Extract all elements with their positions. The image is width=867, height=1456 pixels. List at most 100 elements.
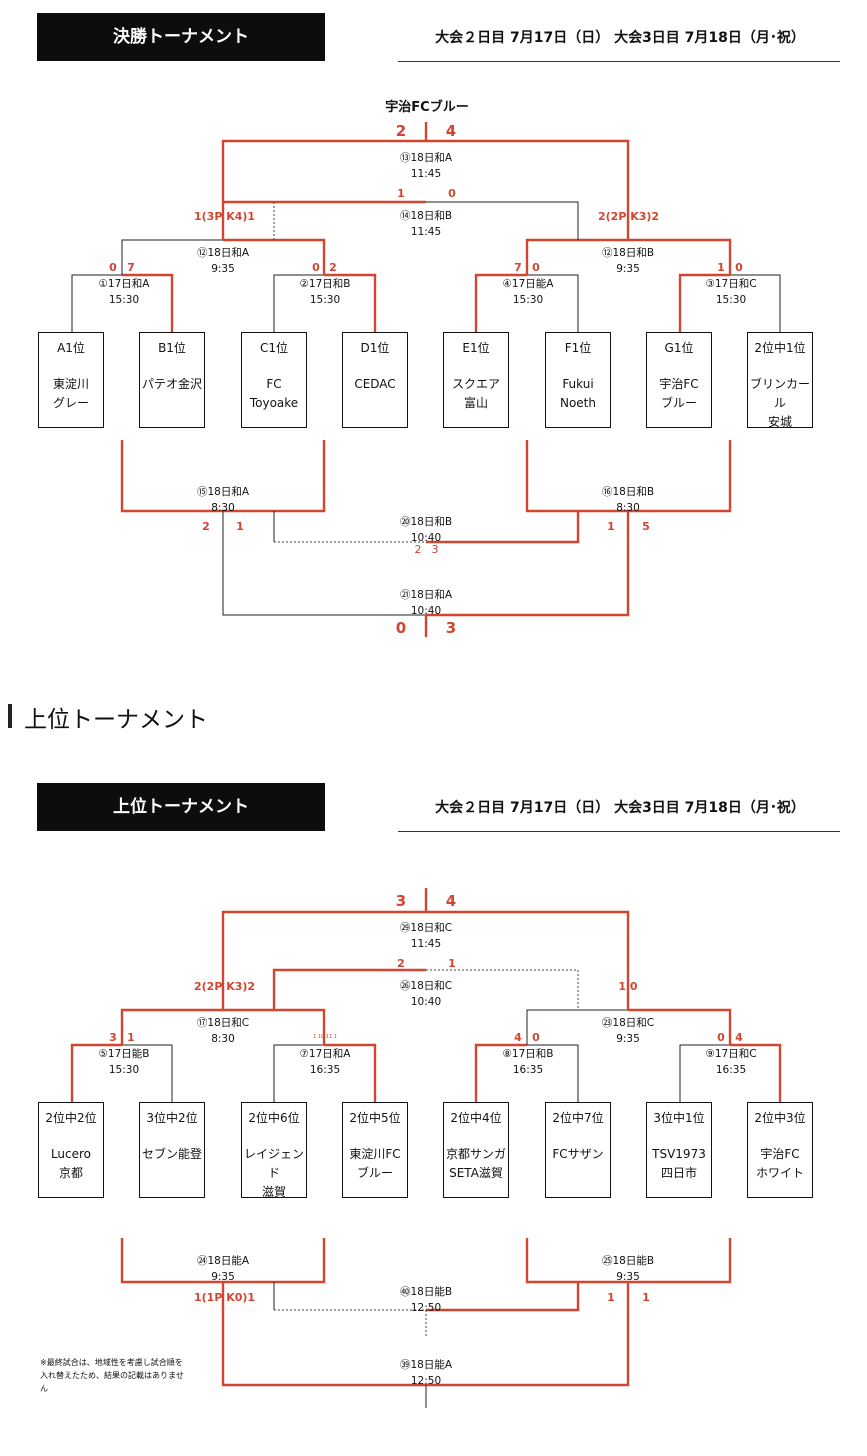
section-heading: 上位トーナメント — [24, 707, 208, 733]
match-info: ⑫18日和B 9:35 — [601, 247, 655, 275]
team-rank: G1位 — [664, 341, 694, 355]
team-rank: 2位中3位 — [754, 1111, 806, 1125]
final-bracket-lines — [71, 122, 781, 637]
team-name: CEDAC — [354, 377, 396, 391]
score: 1 — [397, 187, 405, 200]
team-card: 2位中4位京都サンガ SETA滋賀 — [443, 1102, 509, 1198]
score: 4 — [445, 892, 457, 910]
score: 4 — [445, 122, 457, 140]
score: 2(2P K3)2 — [194, 980, 256, 993]
match-info: ④17日能A 15:30 — [502, 278, 554, 306]
team-card: 2位中7位 FCサザン — [545, 1102, 611, 1198]
match-info: ⑰18日和C 8:30 — [196, 1017, 250, 1045]
score: 1 — [607, 1291, 615, 1304]
score: 1 — [642, 1291, 650, 1304]
team-rank: B1位 — [158, 341, 186, 355]
team-rank: A1位 — [57, 341, 85, 355]
team-name: 東淀川 グレー — [52, 377, 89, 410]
score: 1 10 11 1 — [313, 1034, 337, 1040]
team-card: D1位 CEDAC — [342, 332, 408, 428]
match-info: ②17日和B 15:30 — [299, 278, 351, 306]
team-card: F1位 Fukui Noeth — [545, 332, 611, 428]
match-info: ⑮18日和A 8:30 — [196, 486, 250, 514]
team-rank: 3位中2位 — [146, 1111, 198, 1125]
match-info: ⑦17日和A 16:35 — [299, 1048, 351, 1076]
upper-tournament-banner: 上位トーナメント — [37, 783, 325, 831]
score: 2 — [397, 957, 405, 970]
score: 0 — [532, 1031, 540, 1044]
match-info: ㉑18日和A 10:40 — [399, 589, 453, 617]
upper-tournament-dates: 大会２日目 7月17日（日） 大会3日目 7月18日（月･祝） — [435, 800, 805, 816]
team-name: TSV1973 四日市 — [652, 1147, 706, 1180]
team-card: G1位宇治FC ブルー — [646, 332, 712, 428]
score: 1 — [236, 520, 244, 533]
section-heading-bar — [8, 704, 12, 728]
team-card: B1位パテオ金沢 — [139, 332, 205, 428]
team-rank: 2位中6位 — [248, 1111, 300, 1125]
match-info: ⑤17日能B 15:30 — [98, 1048, 150, 1076]
score: 1 — [717, 261, 725, 274]
match-info: ⑳18日和B 10:40 — [399, 516, 453, 544]
team-card: A1位東淀川 グレー — [38, 332, 104, 428]
final-tournament-dates: 大会２日目 7月17日（日） 大会3日目 7月18日（月･祝） — [435, 30, 805, 46]
team-rank: E1位 — [462, 341, 490, 355]
match-info: ③17日和C 15:30 — [705, 278, 757, 306]
score: 0 — [735, 261, 743, 274]
match-info: ①17日和A 15:30 — [98, 278, 150, 306]
team-card: 3位中1位 TSV1973 四日市 — [646, 1102, 712, 1198]
score: 2 — [202, 520, 210, 533]
team-rank: 2位中1位 — [754, 341, 806, 355]
match-info: ⑭18日和B 11:45 — [399, 210, 453, 238]
team-rank: C1位 — [259, 341, 288, 355]
score: 0 — [448, 187, 456, 200]
score: 5 — [642, 520, 650, 533]
match-info: ㉓18日和C 9:35 — [601, 1017, 655, 1045]
champion-label: 宇治FCブルー — [385, 100, 469, 115]
match-info: ⑧17日和B 16:35 — [502, 1048, 554, 1076]
team-rank: F1位 — [564, 341, 592, 355]
team-name: 東淀川FC ブルー — [349, 1147, 401, 1180]
score: 3 — [109, 1031, 117, 1044]
match-info: ⑯18日和B 8:30 — [601, 486, 655, 514]
team-name: FCサザン — [552, 1147, 604, 1161]
team-name: FC Toyoake — [249, 377, 299, 410]
match-info: ㉖18日和C 10:40 — [399, 980, 453, 1008]
team-rank: D1位 — [360, 341, 390, 355]
team-name: Lucero 京都 — [50, 1147, 92, 1180]
team-rank: 3位中1位 — [653, 1111, 705, 1125]
team-card: 2位中6位レイジェンド 滋賀 — [241, 1102, 307, 1199]
team-card: 3位中2位セブン能登 — [139, 1102, 205, 1198]
match-info: ⑨17日和C 16:35 — [705, 1048, 757, 1076]
upper-bracket-lines — [70, 888, 782, 1408]
score: 3 — [445, 619, 457, 637]
score: 1(1P K0)1 — [194, 1291, 256, 1304]
final-tournament-banner: 決勝トーナメント — [37, 13, 325, 61]
team-name: 宇治FC ブルー — [659, 377, 699, 410]
score: 2 — [414, 543, 422, 556]
team-name: Fukui Noeth — [559, 377, 596, 410]
score: 0 — [312, 261, 320, 274]
divider — [398, 831, 840, 832]
team-card: 2位中5位東淀川FC ブルー — [342, 1102, 408, 1198]
team-name: レイジェンド 滋賀 — [243, 1147, 304, 1199]
match-info: ㊴18日能A 12:50 — [399, 1359, 453, 1387]
team-rank: 2位中7位 — [552, 1111, 604, 1125]
score: 0 — [109, 261, 117, 274]
score: 0 — [717, 1031, 725, 1044]
team-name: 宇治FC ホワイト — [755, 1147, 804, 1180]
match-info: ㉙18日和C 11:45 — [399, 922, 453, 950]
team-rank: 2位中4位 — [450, 1111, 502, 1125]
score: 1 — [448, 957, 456, 970]
team-card: 2位中3位宇治FC ホワイト — [747, 1102, 813, 1198]
score: 0 — [395, 619, 407, 637]
score: 2(2P K3)2 — [598, 210, 660, 223]
match-info: ㉔18日能A 9:35 — [196, 1255, 250, 1283]
team-name: 京都サンガ SETA滋賀 — [445, 1147, 506, 1180]
team-card: 2位中1位ブリンカール 安城 — [747, 332, 813, 429]
score: 3 — [431, 543, 439, 556]
match-info: ⑬18日和A 11:45 — [399, 152, 453, 180]
score: 3 — [395, 892, 407, 910]
score: 7 — [127, 261, 135, 274]
team-rank: 2位中5位 — [349, 1111, 401, 1125]
